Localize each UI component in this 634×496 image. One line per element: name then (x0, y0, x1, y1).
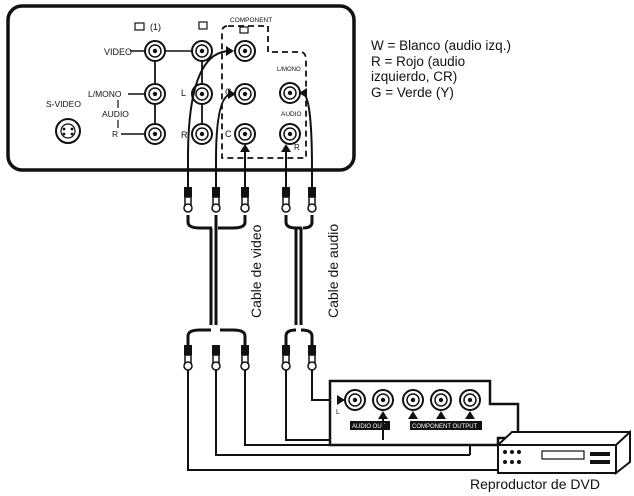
input-2-icon (198, 21, 208, 30)
component-cb-jack (234, 83, 256, 105)
dvd-audio-l-jack (344, 389, 366, 411)
r-jack-label: R (181, 130, 188, 140)
component-audio-r-jack (279, 123, 301, 145)
component-y-jack (234, 40, 256, 62)
audio-out-badge (350, 421, 390, 430)
legend-line-white: W = Blanco (audio izq.) (371, 38, 511, 53)
video-jack (144, 40, 166, 62)
cr-label: C (225, 129, 232, 139)
component-label: COMPONENT (230, 17, 272, 24)
audio-cable (284, 215, 314, 345)
dvd-audio-r-jack (372, 389, 394, 411)
dvd-l-label: L (336, 409, 340, 416)
dvd-player (497, 429, 631, 476)
dvd-y-jack (402, 389, 424, 411)
color-legend: W = Blanco (audio izq.) R = Rojo (audio … (371, 38, 571, 100)
video-cable-bottom-plugs (183, 344, 250, 371)
dvd-cr-jack (459, 389, 481, 411)
lmono-right-label: L/MONO (277, 67, 301, 73)
audio-right-label: AUDIO (281, 111, 302, 118)
audio-label: AUDIO (102, 109, 129, 119)
audio-out-label: AUDIO OUT (352, 424, 386, 430)
video-cable-label: Cable de video (248, 224, 264, 318)
audio-cable-label: Cable de audio (325, 224, 341, 318)
r-label: R (112, 129, 118, 139)
component-group-outline (221, 25, 307, 159)
input-icon (134, 22, 145, 31)
input2-r-jack (191, 123, 213, 145)
component-icon (239, 26, 249, 34)
svideo-label: S-VIDEO (46, 99, 81, 109)
legend-line-red: R = Rojo (audio (371, 53, 466, 69)
audio-r-jack (144, 123, 166, 145)
dvd-caption: Reproductor de DVD (470, 476, 600, 492)
component-cr-jack (234, 123, 256, 145)
dvd-jack-arrows (378, 411, 475, 419)
arrow-heads (226, 46, 307, 152)
video-cable (186, 215, 247, 345)
dvd-cb-jack (430, 389, 452, 411)
svideo-jack (55, 118, 81, 144)
audio-cable-top-plugs (281, 186, 317, 213)
input2-video-jack (191, 40, 213, 62)
component-out-label: COMPONENT OUTPUT (412, 424, 478, 430)
audio-l-jack (144, 83, 166, 105)
component-audio-l-jack (279, 82, 301, 104)
legend-line-green: G = Verde (Y) (371, 84, 454, 100)
dvd-arrow-head (337, 395, 345, 405)
input-number-label: (1) (150, 22, 161, 32)
video-cable-top-plugs (183, 186, 250, 213)
l-jack-label: L (181, 88, 186, 98)
video-label: VIDEO (104, 47, 132, 57)
audio-cable-bottom-plugs (281, 344, 317, 371)
legend-line-red-cont: izquierdo, CR) (371, 69, 458, 84)
lmono-label: L/MONO (88, 89, 122, 99)
component-out-badge (410, 421, 482, 430)
r-right-label: R (294, 143, 300, 152)
